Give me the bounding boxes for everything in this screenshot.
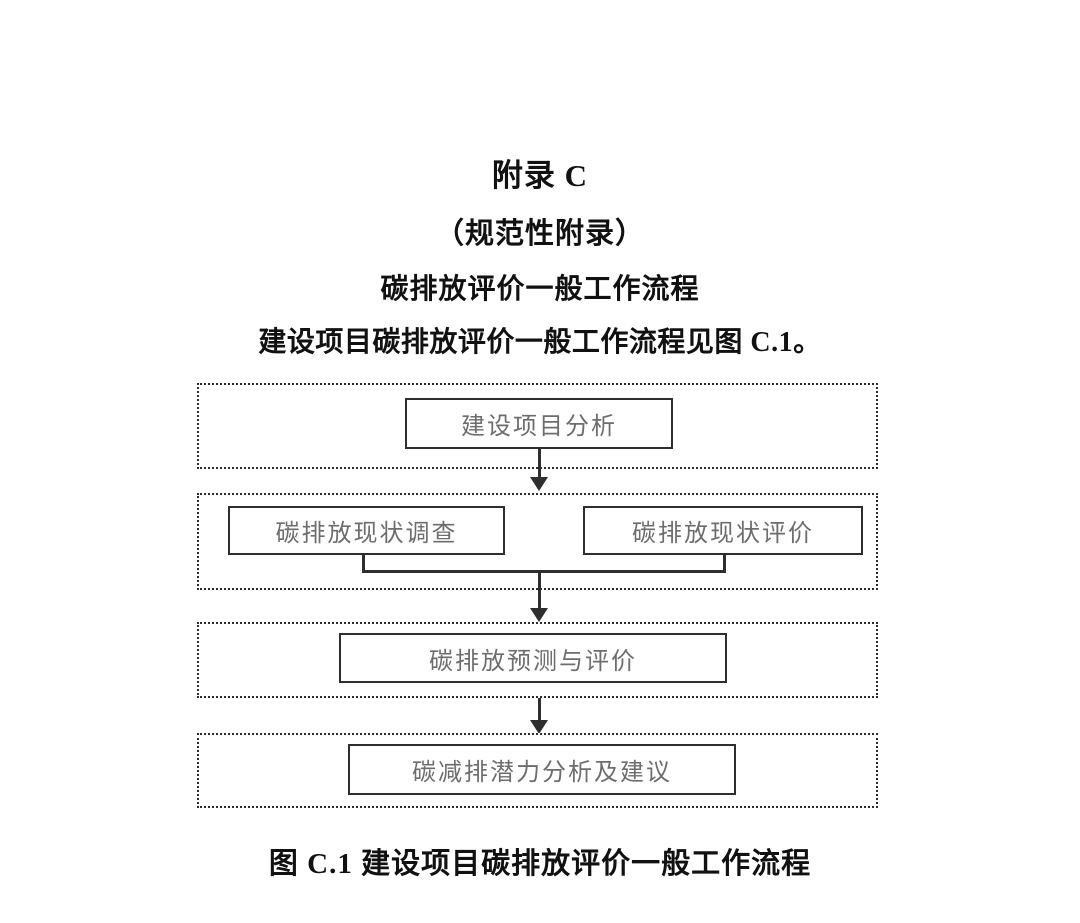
flow-node-project-analysis: 建设项目分析 [405, 398, 673, 449]
connector-stage1-stage2-line [538, 449, 541, 479]
connector-join-right-drop [723, 555, 726, 573]
flow-node-emission-survey: 碳排放现状调查 [228, 506, 505, 555]
connector-stage3-stage4-arrowhead [530, 720, 548, 734]
connector-stage1-stage2-arrowhead [530, 477, 548, 491]
connector-stage2-stage3-arrowhead [530, 608, 548, 622]
workflow-flowchart: 建设项目分析 碳排放现状调查 碳排放现状评价 碳排放预测与评价 碳减排潜力分析及… [197, 383, 878, 808]
connector-stage3-stage4-line [538, 698, 541, 722]
connector-join-left-drop [362, 555, 365, 573]
connector-join-crossbar [362, 570, 726, 573]
flow-node-reduction-potential: 碳减排潜力分析及建议 [348, 744, 736, 795]
figure-caption: 图 C.1 建设项目碳排放评价一般工作流程 [268, 848, 812, 880]
intro-paragraph: 建设项目碳排放评价一般工作流程见图 C.1。 [258, 327, 822, 359]
flow-node-emission-evaluation: 碳排放现状评价 [583, 506, 863, 555]
normative-label: （规范性附录） [434, 217, 645, 250]
connector-stage2-stage3-line [538, 573, 541, 611]
flow-node-emission-forecast: 碳排放预测与评价 [339, 633, 727, 683]
appendix-label: 附录 C [491, 158, 589, 193]
document-heading-block: 附录 C （规范性附录） 碳排放评价一般工作流程 建设项目碳排放评价一般工作流程… [0, 158, 1080, 359]
section-title: 碳排放评价一般工作流程 [380, 273, 700, 305]
